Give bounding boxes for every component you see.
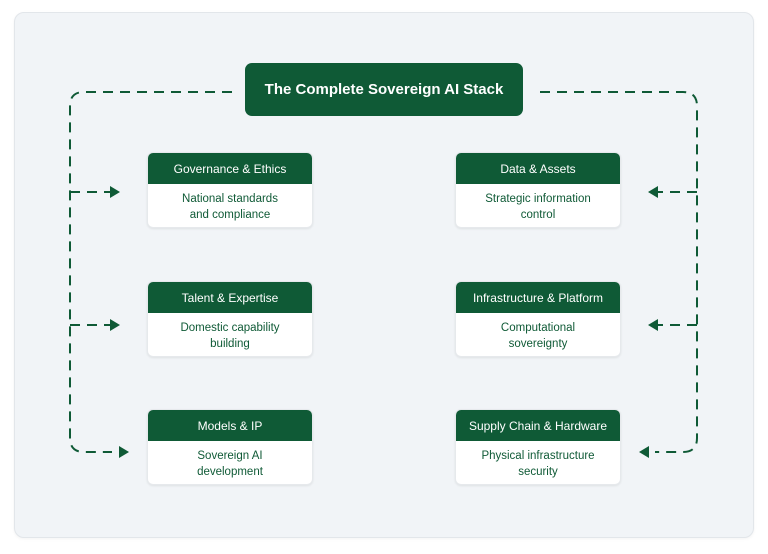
arrow-right-icon [119, 446, 129, 458]
card-title: Talent & Expertise [148, 282, 312, 313]
card-title: Governance & Ethics [148, 153, 312, 184]
card-title: Infrastructure & Platform [456, 282, 620, 313]
arrow-left-icon [648, 186, 658, 198]
card-supply-chain-hardware: Supply Chain & Hardware Physical infrast… [455, 409, 621, 485]
stack-title: The Complete Sovereign AI Stack [245, 63, 523, 116]
card-title: Models & IP [148, 410, 312, 441]
card-title: Supply Chain & Hardware [456, 410, 620, 441]
arrow-right-icon [110, 319, 120, 331]
arrow-left-icon [639, 446, 649, 458]
card-title: Data & Assets [456, 153, 620, 184]
arrow-left-icon [648, 319, 658, 331]
left-connector-path [69, 91, 232, 453]
arrow-right-icon [110, 186, 120, 198]
right-connector-path [540, 91, 698, 453]
